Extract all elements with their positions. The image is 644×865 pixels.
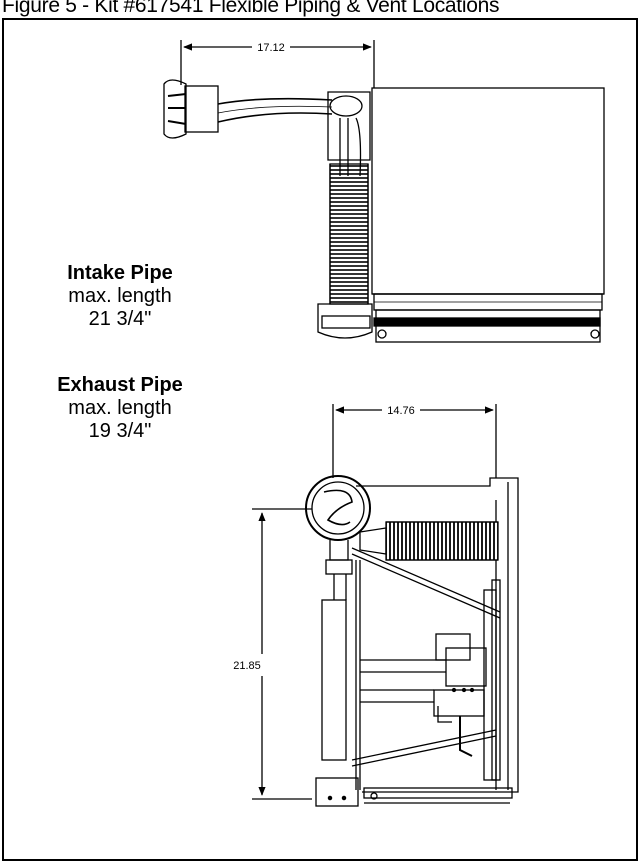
figure-caption: Figure 5 - Kit #617541 Flexible Piping &… [2,0,500,17]
intake-view [163,40,605,343]
intake-horizontal-dimension-label: 17.12 [257,42,285,54]
exhaust-coil [385,521,499,561]
exhaust-cabinet [356,477,519,793]
exhaust-horizontal-dimension-line [332,404,497,478]
figure-frame [2,18,638,861]
exhaust-vent-cap [305,475,371,541]
exhaust-pipe-max-length-label: max. length [68,397,172,419]
exhaust-pipe [321,599,347,761]
exhaust-valve [435,633,471,661]
exhaust-base-bracket [315,777,359,807]
intake-base-rail [373,317,601,327]
exhaust-pipe-note: Exhaust Pipe max. length 19 3/4" [40,374,200,443]
intake-foot-right [590,329,600,339]
intake-pipe-max-length-label: max. length [68,285,172,307]
intake-vent-cap [163,79,187,139]
intake-pipe-heading: Intake Pipe [67,262,173,284]
intake-pipe-note: Intake Pipe max. length 21 3/4" [40,262,200,331]
intake-dimension-line [180,40,375,88]
exhaust-view [252,404,519,807]
exhaust-horizontal-dimension-label: 14.76 [387,405,415,417]
exhaust-vertical-dimension-label: 21.85 [233,660,261,672]
intake-coil [329,163,369,305]
intake-foot-left [377,329,387,339]
exhaust-vertical-dimension-line [252,508,312,800]
exhaust-pipe-max-length-value: 19 3/4" [88,420,152,442]
exhaust-pipe-heading: Exhaust Pipe [57,374,183,396]
intake-pipe-max-length-value: 21 3/4" [88,308,152,330]
intake-cabinet [371,87,605,295]
